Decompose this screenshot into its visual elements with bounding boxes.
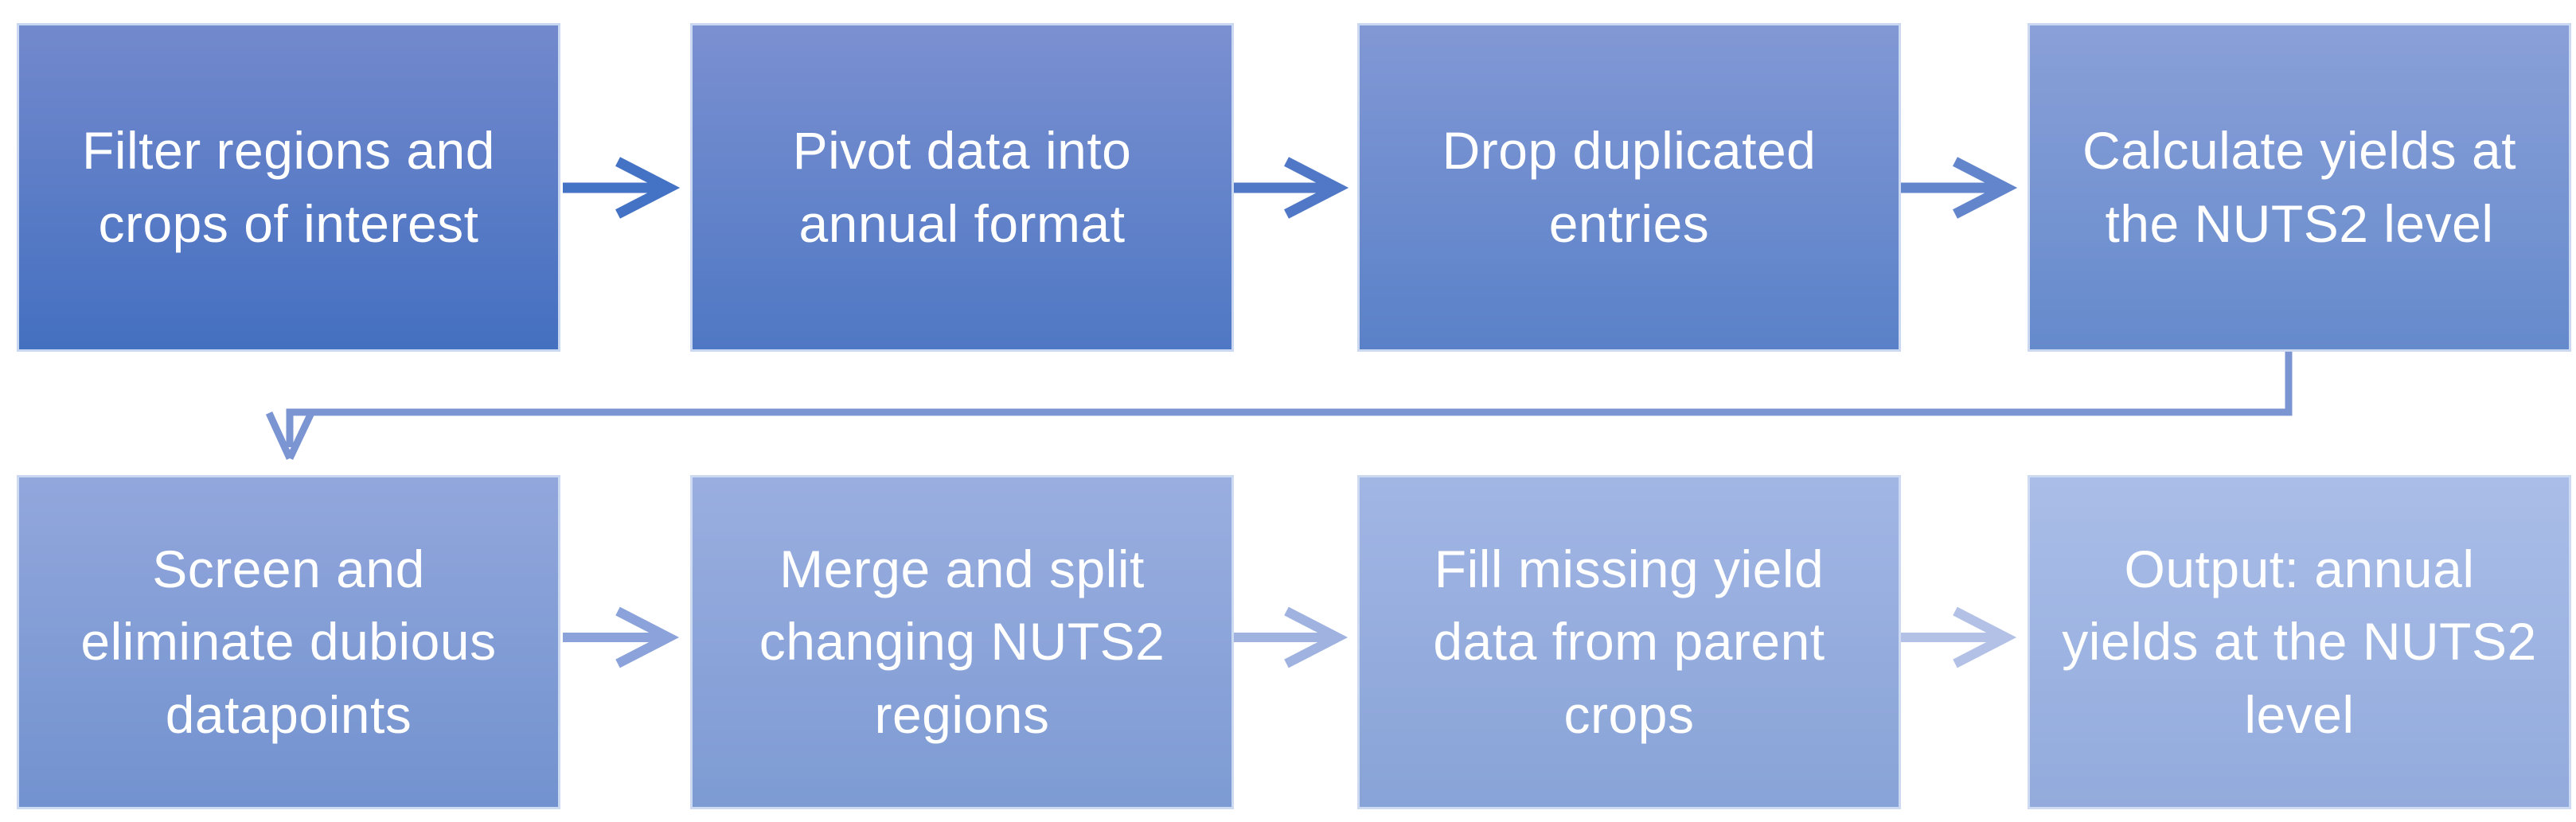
flow-step-5-label: Screen and eliminate dubious datapoints xyxy=(80,540,497,744)
arrow-step6-step7 xyxy=(1232,606,1348,668)
flow-step-6: Merge and split changing NUTS2 regions xyxy=(690,475,1234,809)
arrow-step5-step6 xyxy=(563,606,680,668)
arrow-step3-step4 xyxy=(1901,157,2018,219)
arrow-step7-step8 xyxy=(1901,606,2017,668)
arrow-step2-step3 xyxy=(1232,157,1349,219)
flow-step-3: Drop duplicated entries xyxy=(1357,23,1901,352)
flow-step-2: Pivot data into annual format xyxy=(690,23,1234,352)
flow-step-2-label: Pivot data into annual format xyxy=(792,121,1132,253)
arrow-step1-step2 xyxy=(563,157,681,219)
flow-step-8: Output: annual yields at the NUTS2 level xyxy=(2028,475,2571,809)
flow-step-8-label: Output: annual yields at the NUTS2 level xyxy=(2062,540,2537,744)
flow-step-3-label: Drop duplicated entries xyxy=(1442,121,1817,253)
flow-step-4: Calculate yields at the NUTS2 level xyxy=(2028,23,2571,352)
flow-step-7: Fill missing yield data from parent crop… xyxy=(1357,475,1901,809)
flow-step-5: Screen and eliminate dubious datapoints xyxy=(17,475,560,809)
flow-step-6-label: Merge and split changing NUTS2 regions xyxy=(759,540,1165,744)
elbow-connector-step4-step5 xyxy=(265,352,2293,460)
flow-step-7-label: Fill missing yield data from parent crop… xyxy=(1433,540,1825,744)
flow-step-1: Filter regions and crops of interest xyxy=(17,23,560,352)
flow-step-4-label: Calculate yields at the NUTS2 level xyxy=(2082,121,2517,253)
flow-step-1-label: Filter regions and crops of interest xyxy=(82,121,495,253)
